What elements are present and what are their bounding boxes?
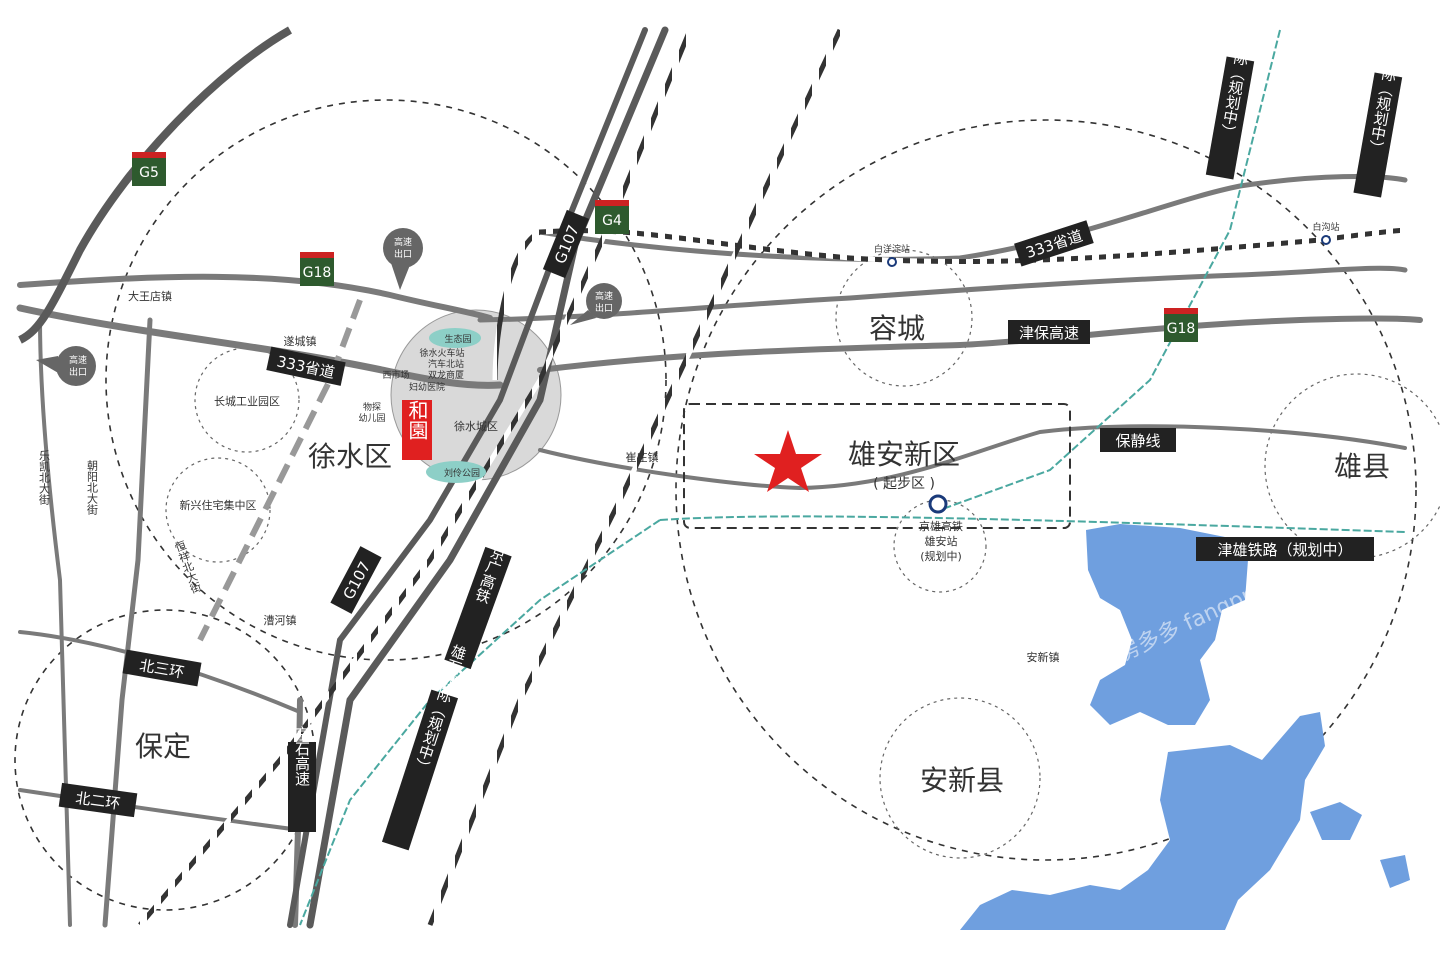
town-dawangdian: 大王店镇 — [128, 289, 172, 303]
poi-wutan: 物探 — [363, 401, 381, 413]
xiongan-star-icon — [754, 430, 822, 492]
poi-xiongan-station-1: 京雄高铁 — [919, 519, 963, 533]
highway-shield-g18-west: G18 — [300, 252, 334, 286]
highway-shield-g5: G5 — [132, 152, 166, 186]
project-marker-heyuan: 和園 — [402, 400, 432, 460]
svg-text:和園: 和園 — [405, 400, 429, 440]
small-dashed-circles — [165, 249, 1440, 859]
poi-bus-north: 汽车北站 — [428, 358, 464, 370]
road-label-g107-south: G107 — [330, 546, 382, 614]
poi-baigou-station: 白沟站 — [1312, 221, 1339, 233]
poi-ecopark: 生态园 — [444, 333, 471, 345]
svg-text:出口: 出口 — [595, 302, 613, 314]
svg-text:G18: G18 — [303, 265, 332, 281]
street-lekai: 乐凯北大街 — [38, 450, 51, 506]
label-jingshi-expressway: 京石高速 — [288, 726, 316, 832]
district-xushui: 徐水区 — [308, 440, 392, 473]
railway-xushui — [492, 227, 1406, 381]
svg-text:雄石城际（规划中）: 雄石城际（规划中） — [410, 642, 469, 776]
baiyangdian-lake — [960, 524, 1410, 930]
poi-kindergarten: 幼儿园 — [358, 412, 385, 424]
liuling-park-oval — [426, 461, 486, 483]
poi-xushui-station: 徐水火车站 — [419, 347, 464, 359]
district-anxin-county: 安新县 — [920, 764, 1004, 797]
street-hengxiang: 恒祥北大街 — [172, 539, 203, 596]
hengxiang-dashed-road — [197, 298, 363, 642]
highway-shield-g18-east: G18 — [1164, 308, 1198, 342]
poi-fuyou: 妇幼医院 — [409, 381, 445, 393]
svg-text:G18: G18 — [1167, 321, 1196, 337]
station-icon — [887, 257, 897, 267]
town-xushui-city: 徐水城区 — [454, 419, 498, 433]
poi-xiongan-station-2: 雄安站 — [925, 534, 958, 548]
label-xiongshi-intercity: 雄石城际（规划中） — [381, 642, 469, 851]
poi-xishichang: 西市场 — [382, 369, 409, 381]
svg-text:出口: 出口 — [394, 248, 412, 260]
qibuqu-boundary — [683, 403, 1071, 529]
station-icon — [1321, 235, 1331, 245]
road-label-north-third-ring: 北三环 — [122, 649, 202, 687]
station-icon — [928, 494, 948, 514]
g5-highway — [18, 26, 292, 344]
svg-text:高速: 高速 — [394, 236, 412, 248]
svg-text:京石城际（规划中）: 京石城际（规划中） — [1217, 5, 1258, 141]
poi-liuling-park: 刘伶公园 — [444, 467, 480, 479]
svg-text:高速: 高速 — [595, 290, 613, 302]
railway-east — [427, 28, 843, 926]
svg-text:G5: G5 — [139, 165, 159, 181]
area-changcheng: 长城工业园区 — [214, 395, 280, 408]
road-label-north-second-ring: 北二环 — [58, 782, 138, 818]
highway-exit-marker: 高速 出口 — [36, 346, 96, 386]
road-label-g107-north: G107 — [542, 209, 590, 279]
district-xiongxian: 雄县 — [1334, 450, 1390, 483]
road-label-jinxiong-rail: 津雄铁路（规划中） — [1196, 537, 1374, 561]
district-xiongan: 雄安新区 — [848, 438, 960, 471]
label-gubao-intercity: 固保城际（规划中） — [1353, 21, 1407, 198]
poi-baiyangdian-station: 白洋淀站 — [874, 243, 910, 255]
highway-shield-g4: G4 — [595, 200, 629, 234]
svg-text:京石高速: 京石高速 — [293, 726, 311, 787]
svg-text:G4: G4 — [602, 213, 622, 229]
area-xinxing: 新兴住宅集中区 — [180, 498, 257, 512]
highway-exit-marker: 高速 出口 — [383, 228, 423, 290]
town-anxin: 安新镇 — [1027, 650, 1060, 664]
svg-text:出口: 出口 — [69, 366, 87, 378]
town-cuizhuang: 崔庄镇 — [626, 450, 659, 464]
svg-text:高速: 高速 — [69, 354, 87, 366]
district-qibuqu: ( 起步区 ) — [873, 476, 935, 492]
street-chaoyang: 朝阳北大街 — [86, 460, 99, 516]
svg-text:津保高速: 津保高速 — [1019, 324, 1079, 342]
svg-text:固保城际（规划中）: 固保城际（规划中） — [1365, 21, 1406, 157]
road-label-baojing: 保静线 — [1100, 428, 1176, 452]
poi-shuanglong: 双龙商厦 — [428, 369, 464, 381]
label-jingshi-intercity: 京石城际（规划中） — [1205, 5, 1259, 180]
poi-xiongan-station-3: (规划中) — [920, 549, 962, 563]
highway-exit-marker: 高速 出口 — [570, 283, 622, 325]
town-caohe: 漕河镇 — [264, 613, 297, 627]
svg-text:津雄铁路（规划中）: 津雄铁路（规划中） — [1217, 541, 1352, 559]
district-rongcheng: 容城 — [869, 312, 925, 345]
road-label-jinbao: 津保高速 — [1008, 320, 1090, 344]
ecopark-oval — [429, 328, 481, 348]
district-baoding: 保定 — [135, 730, 191, 763]
svg-text:保静线: 保静线 — [1115, 432, 1160, 450]
town-suicheng: 遂城镇 — [284, 334, 317, 348]
